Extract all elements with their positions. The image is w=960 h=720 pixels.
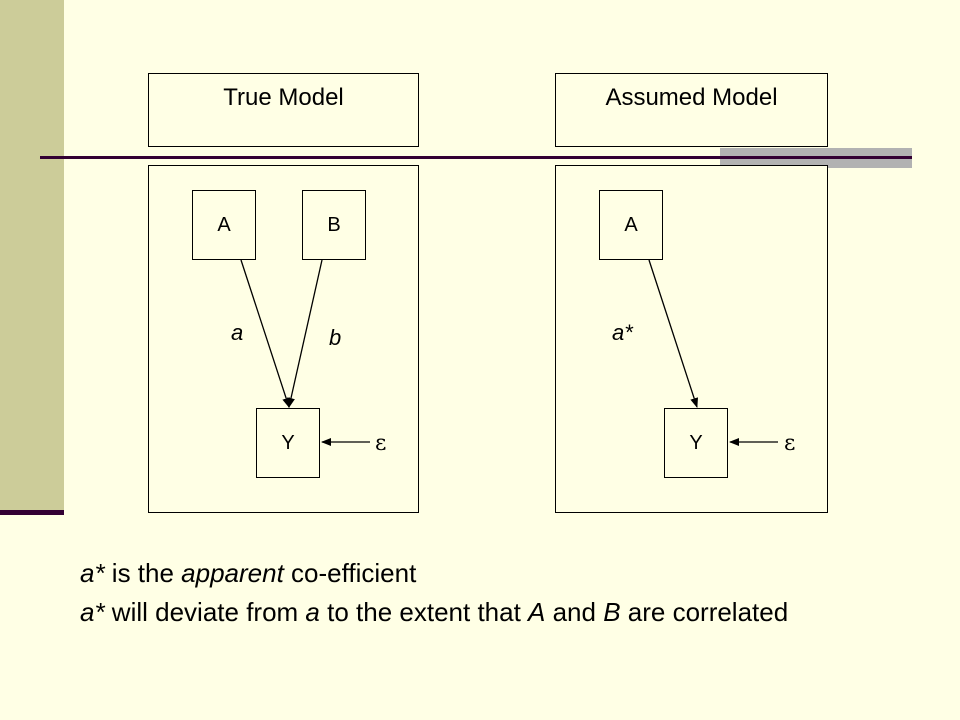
assumed-path-label-a-star: a* bbox=[612, 320, 633, 345]
true-model-header-box: True Model bbox=[148, 73, 419, 147]
assumed-model-header-box: Assumed Model bbox=[555, 73, 828, 147]
true-node-a: A bbox=[192, 190, 256, 260]
assumed-error-term: ε bbox=[784, 431, 796, 456]
true-model-title: True Model bbox=[223, 84, 344, 111]
assumed-model-title: Assumed Model bbox=[605, 84, 778, 111]
caption-line-1: a* is the apparent co-efficient bbox=[80, 558, 417, 588]
title-divider-rule bbox=[40, 156, 912, 159]
left-band-foot-rule bbox=[0, 510, 64, 515]
true-error-term: ε bbox=[375, 431, 387, 456]
divider-accent-line bbox=[720, 156, 912, 159]
true-node-b: B bbox=[302, 190, 366, 260]
caption-line-2: a* will deviate from a to the extent tha… bbox=[80, 597, 789, 627]
left-decorative-band bbox=[0, 0, 64, 512]
true-node-y: Y bbox=[256, 408, 320, 478]
assumed-node-y: Y bbox=[664, 408, 728, 478]
assumed-node-a: A bbox=[599, 190, 663, 260]
true-path-label-b: b bbox=[329, 325, 342, 350]
true-path-label-a: a bbox=[231, 320, 244, 345]
